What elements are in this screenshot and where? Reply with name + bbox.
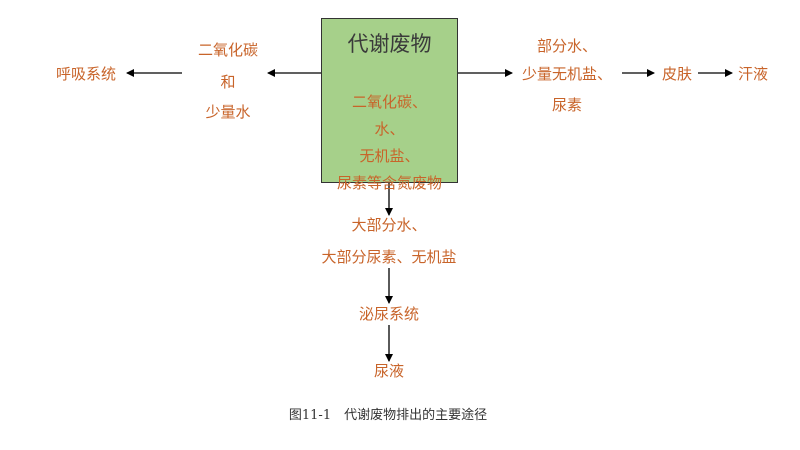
respiratory-system-label: 呼吸系统	[55, 65, 117, 83]
left-label-line-1: 二氧化碳	[197, 41, 259, 59]
right-label-line-2: 少量无机盐、	[521, 65, 613, 83]
box-line-salts: 无机盐、	[359, 147, 420, 165]
urinary-system-label: 泌尿系统	[358, 305, 420, 323]
skin-label: 皮肤	[661, 65, 693, 83]
left-label-line-3: 少量水	[205, 103, 251, 121]
left-label-line-2: 和	[220, 73, 236, 91]
right-label-line-3: 尿素	[551, 96, 583, 114]
box-line-water: 水、	[374, 120, 405, 138]
box-line-urea: 尿素等含氮废物	[336, 174, 442, 192]
right-label-line-1: 部分水、	[536, 37, 598, 55]
box-title: 代谢废物	[347, 32, 432, 56]
down-label-line-2: 大部分尿素、无机盐	[321, 248, 457, 266]
metabolic-waste-box: 代谢废物 二氧化碳、 水、 无机盐、 尿素等含氮废物	[321, 18, 458, 192]
urine-label: 尿液	[373, 362, 405, 380]
box-line-co2: 二氧化碳、	[351, 93, 427, 111]
sweat-label: 汗液	[737, 65, 769, 83]
down-label-line-1: 大部分水、	[351, 216, 427, 234]
figure-caption: 图11-1 代谢废物排出的主要途径	[288, 408, 488, 423]
